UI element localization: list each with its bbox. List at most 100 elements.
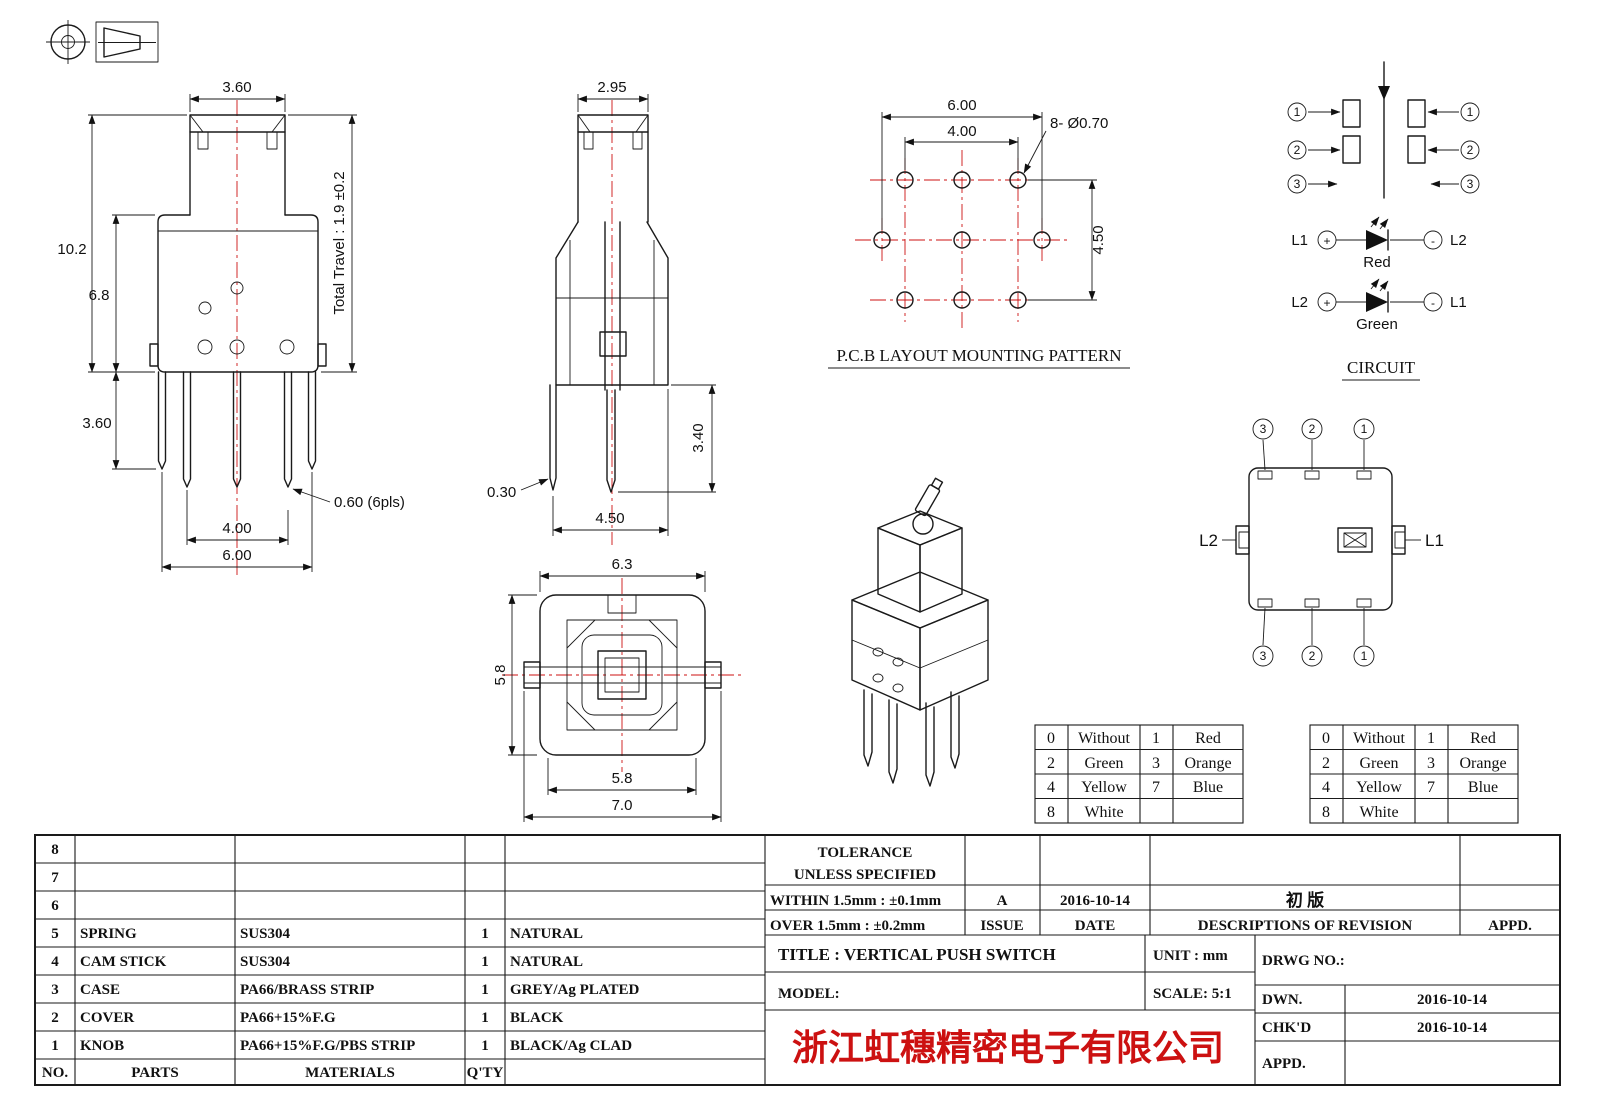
bom-row-materials: PA66+15%F.G/PBS STRIP (240, 1038, 415, 1054)
table2-cell: Orange (1459, 755, 1506, 772)
dim-front-total-height: 10.2 (57, 241, 86, 258)
dwn-label: DWN. (1262, 992, 1303, 1008)
table1-cell: 3 (1152, 755, 1160, 772)
bom-row-no: 7 (51, 870, 59, 886)
model-label: MODEL: (778, 986, 840, 1002)
bom-row-parts: KNOB (80, 1038, 124, 1054)
front-view: 3.60 10.2 6.8 3.60 Total Travel : 1.9 ±0… (57, 79, 405, 578)
bom-row-qty: 1 (481, 926, 489, 942)
diagram-pin-bottom-2: 2 (1309, 649, 1316, 663)
table1-cell: Blue (1193, 779, 1223, 796)
revision-date-value: 2016-10-14 (1060, 893, 1130, 909)
led2-color-label: Green (1356, 316, 1398, 333)
pin-callout-3-left: 3 (1294, 177, 1301, 191)
bom-row-materials: SUS304 (240, 954, 291, 970)
table1-cell: White (1084, 804, 1123, 821)
chkd-label: CHK'D (1262, 1020, 1311, 1036)
table2-cell: Blue (1468, 779, 1498, 796)
pin-callout-2-left: 2 (1294, 143, 1301, 157)
led1-diode-icon (1366, 230, 1388, 250)
tolerance-within: WITHIN 1.5mm : ±0.1mm (770, 893, 942, 909)
bom-row-finish: BLACK (510, 1010, 564, 1026)
table1-cell: 1 (1152, 730, 1160, 747)
dim-bottom-height: 5.8 (492, 665, 509, 686)
bom-row-parts: CAM STICK (80, 954, 167, 970)
diagram-pin-top-3: 3 (1260, 422, 1267, 436)
bom-row-no: 1 (51, 1038, 59, 1054)
bom-row-no: 6 (51, 898, 59, 914)
diagram-pin-bottom-3: 3 (1260, 649, 1267, 663)
dim-bottom-outer-width: 7.0 (612, 797, 633, 814)
appd-row-label: APPD. (1262, 1056, 1306, 1072)
tolerance-line1: TOLERANCE (818, 845, 913, 861)
revision-issue-label: ISSUE (980, 918, 1023, 934)
table2-cell: 7 (1427, 779, 1435, 796)
dim-pcb-inner: 4.00 (947, 123, 976, 140)
bom-row-finish: NATURAL (510, 954, 583, 970)
table2-cell: Green (1359, 755, 1398, 772)
pin-callout-3-right: 3 (1467, 177, 1474, 191)
dim-front-body-height: 6.8 (89, 287, 110, 304)
table2-cell: 1 (1427, 730, 1435, 747)
bom-row-no: 2 (51, 1010, 59, 1026)
table2-cell: 8 (1322, 804, 1330, 821)
bom-row-parts: SPRING (80, 926, 137, 942)
pcb-layout-view: 6.00 4.00 8- Ø0.70 4.50 P.C.B LAYOUT MOU… (828, 97, 1130, 369)
color-code-table-1: 0 Without 1 Red 2 Green 3 Orange 4 Yello… (1034, 724, 1244, 824)
diagram-pin-bottom-1: 1 (1361, 649, 1368, 663)
down-arrow-icon (1378, 86, 1390, 100)
table1-cell: 8 (1047, 804, 1055, 821)
table1-cell: Without (1078, 730, 1130, 747)
tolerance-line2: UNLESS SPECIFIED (794, 867, 936, 883)
dim-pcb-outer: 6.00 (947, 97, 976, 114)
revision-appd-label: APPD. (1488, 918, 1532, 934)
dim-front-pin-span: 6.00 (222, 547, 251, 564)
led1-left-label: L1 (1291, 232, 1308, 249)
table2-cell: 3 (1427, 755, 1435, 772)
drwg-no-label: DRWG NO.: (1262, 953, 1345, 969)
circuit-title: CIRCUIT (1347, 358, 1416, 377)
diagram-l1-label: L1 (1425, 531, 1444, 550)
bom-row-materials: PA66+15%F.G (240, 1010, 336, 1026)
diagram-pin-top-1: 1 (1361, 422, 1368, 436)
pin-callout-1-left: 1 (1294, 105, 1301, 119)
led1-plus-sign: + (1323, 234, 1330, 248)
bom-header-parts: PARTS (131, 1065, 179, 1081)
tolerance-over: OVER 1.5mm : ±0.2mm (770, 918, 926, 934)
table1-cell: 0 (1047, 730, 1055, 747)
led2-left-label: L2 (1291, 294, 1308, 311)
diagram-pin-top-2: 2 (1309, 422, 1316, 436)
bom-header-qty: Q'TY (467, 1065, 504, 1081)
dim-pcb-height: 4.50 (1090, 225, 1107, 254)
led2-diode-icon (1366, 292, 1388, 312)
company-name: 浙江虹穗精密电子有限公司 (792, 1027, 1224, 1068)
bom-row-no: 3 (51, 982, 59, 998)
table1-cell: 2 (1047, 755, 1055, 772)
table2-cell: White (1359, 804, 1398, 821)
table1-cell: Red (1195, 730, 1221, 747)
dim-pcb-holes: 8- Ø0.70 (1050, 115, 1108, 132)
bom-row-no: 5 (51, 926, 59, 942)
table1-cell: Yellow (1081, 779, 1127, 796)
side-view: 2.95 3.40 0.30 4.50 (487, 79, 716, 545)
revision-description-value: 初 版 (1286, 890, 1324, 910)
table1-cell: Orange (1184, 755, 1231, 772)
chkd-date: 2016-10-14 (1417, 1020, 1487, 1036)
isometric-view (851, 477, 989, 787)
bom-header-no: NO. (42, 1065, 69, 1081)
drawing-title: TITLE : VERTICAL PUSH SWITCH (778, 945, 1056, 964)
table2-cell: Red (1470, 730, 1496, 747)
bom-row-parts: CASE (80, 982, 120, 998)
revision-descriptions-label: DESCRIPTIONS OF REVISION (1198, 918, 1413, 934)
scale-label: SCALE: 5:1 (1153, 986, 1232, 1002)
bom-row-finish: GREY/Ag PLATED (510, 982, 639, 998)
dim-bottom-inner-width: 5.8 (612, 770, 633, 787)
circuit-diagram: 3 2 1 3 2 1 L2 L1 (1199, 418, 1444, 667)
led1-right-label: L2 (1450, 232, 1467, 249)
dim-front-pin-length: 3.60 (82, 415, 111, 432)
bom-header-materials: MATERIALS (305, 1065, 395, 1081)
bom-row-parts: COVER (80, 1010, 134, 1026)
table2-cell: 0 (1322, 730, 1330, 747)
